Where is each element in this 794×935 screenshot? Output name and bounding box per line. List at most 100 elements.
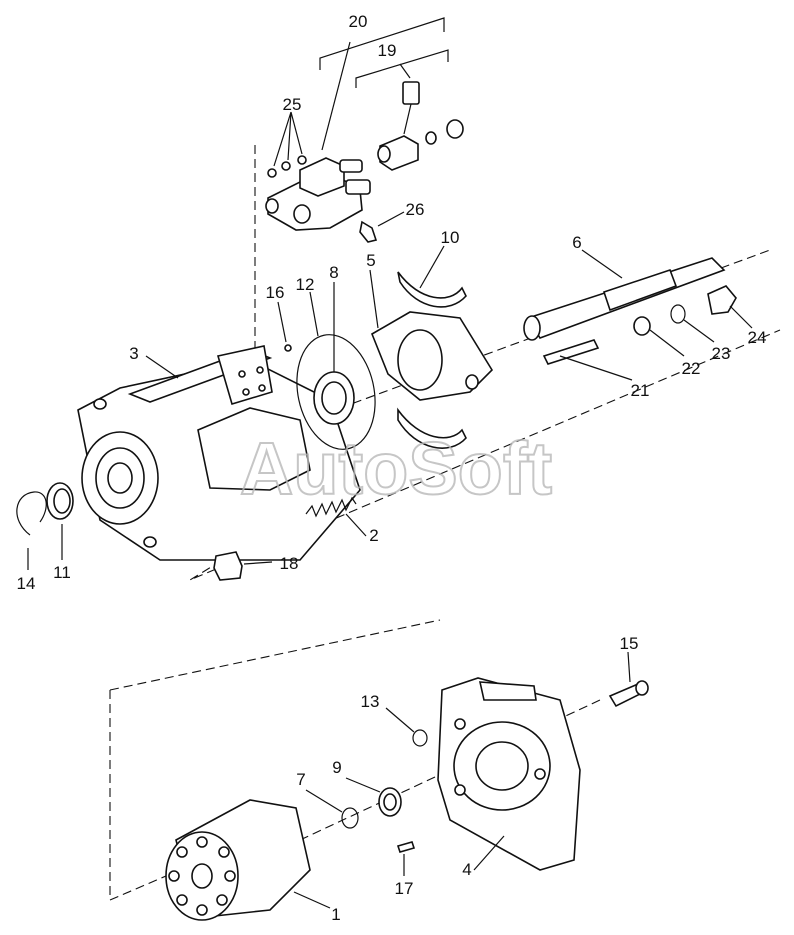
- callout-labels: 20 19 25 26 10 6 5 8 12 16 3 24 23 22 21…: [17, 12, 767, 924]
- leader-13: [385, 707, 415, 733]
- oring-13: [385, 707, 428, 747]
- callout-26: 26: [406, 200, 425, 219]
- piston-bore-8: [176, 846, 188, 858]
- leader-5: [369, 269, 379, 329]
- pin-17: [396, 841, 416, 876]
- bearing-8: [313, 282, 355, 425]
- screw-26: [359, 211, 405, 243]
- pin-17-body: [396, 841, 416, 853]
- leader-26: [377, 211, 405, 227]
- bearing-9: [345, 777, 402, 817]
- bracket-19-leader: [399, 63, 411, 79]
- bracket-20-leader: [321, 41, 351, 151]
- plug-18-body: [213, 551, 243, 581]
- end-cover-ring-inner: [475, 741, 529, 791]
- callout-3: 3: [129, 344, 138, 363]
- cradle-bearing-lower: [397, 407, 467, 449]
- retaining-ring-14: [16, 491, 47, 570]
- bearing-9-inner: [383, 793, 397, 811]
- leader-10: [419, 245, 445, 289]
- piston-bore-7: [168, 870, 180, 882]
- group-bracket-20: [319, 17, 445, 151]
- gasket-12-outline: [296, 334, 376, 450]
- swashplate-5: [369, 269, 494, 401]
- spring-2: [305, 496, 367, 537]
- leader-3: [145, 355, 179, 379]
- callout-18: 18: [280, 554, 299, 573]
- piston-bore-2: [218, 846, 230, 858]
- valve-spool-end: [339, 159, 363, 173]
- drive-shaft-6: [523, 249, 726, 341]
- shaft-seal-11: [46, 482, 74, 560]
- oring-25b: [281, 161, 291, 171]
- callout-7: 7: [296, 770, 305, 789]
- callout-8: 8: [329, 263, 338, 282]
- shaft-6-spline: [602, 268, 678, 312]
- piston-bore-5: [196, 904, 208, 916]
- leader-24: [729, 305, 753, 329]
- bolt-15: [608, 651, 649, 708]
- group-bracket-19: [355, 49, 449, 88]
- callout-23: 23: [712, 344, 731, 363]
- housing-bolt-top: [93, 398, 107, 410]
- housing-side-window: [197, 407, 311, 491]
- leader-18: [243, 561, 273, 565]
- callout-25: 25: [283, 95, 302, 114]
- piston-bore-3: [224, 870, 236, 882]
- leader-7: [305, 789, 343, 813]
- washer-22: [633, 316, 685, 357]
- solenoid-nut: [446, 119, 464, 139]
- spring-2-coil: [305, 496, 357, 518]
- callout-13: 13: [361, 692, 380, 711]
- solenoid-coil-face: [377, 145, 391, 163]
- leader-9: [345, 777, 381, 793]
- solenoid-coil: [379, 135, 419, 171]
- callout-16: 16: [266, 283, 285, 302]
- end-cover-4: [437, 677, 581, 871]
- axis-line-lower-top: [109, 619, 441, 691]
- plug-24: [707, 285, 753, 329]
- oring-13-body: [412, 729, 428, 747]
- solenoid-connector: [402, 81, 420, 105]
- cradle-bearing-upper: [397, 271, 467, 308]
- leader-21: [559, 355, 633, 381]
- callout-10: 10: [441, 228, 460, 247]
- valve-port-front: [293, 204, 311, 224]
- axis-line-upper: [189, 145, 781, 581]
- solenoid-assembly: [377, 81, 464, 171]
- ring-14-body: [16, 491, 47, 536]
- pin-21-body: [542, 339, 600, 365]
- callout-2: 2: [369, 526, 378, 545]
- leader-23: [683, 319, 715, 343]
- oring-25c: [297, 155, 307, 165]
- bearing-8-inner: [321, 381, 347, 415]
- piston-bore-1: [196, 836, 208, 848]
- leader-15: [627, 651, 631, 683]
- swashplate-pivot: [465, 374, 479, 390]
- leader-25: [273, 111, 303, 167]
- shaft-6-end: [523, 315, 541, 341]
- callout-9: 9: [332, 758, 341, 777]
- pin-16-body: [284, 344, 292, 352]
- swashplate-bore: [397, 329, 443, 391]
- ring-23-body: [670, 304, 686, 324]
- snap-ring-23: [670, 304, 715, 343]
- end-cover-hole-1: [454, 718, 466, 730]
- bracket-19-line: [355, 49, 449, 88]
- plug-18: [213, 551, 273, 581]
- leader-12: [309, 291, 319, 337]
- ring-7: [305, 789, 359, 829]
- screw-26-body: [359, 220, 378, 243]
- valve-port-left: [265, 198, 279, 214]
- ring-7-body: [341, 807, 359, 829]
- solenoid-wire: [403, 103, 412, 135]
- mount-hole-1: [238, 370, 246, 378]
- valve-block-assembly: [265, 157, 371, 231]
- cylinder-block-1: [165, 799, 331, 921]
- mount-hole-4: [258, 384, 266, 392]
- solenoid-oring: [425, 131, 437, 145]
- callout-20: 20: [349, 12, 368, 31]
- callout-19: 19: [378, 41, 397, 60]
- watermark-text: AutoSoft: [240, 427, 552, 510]
